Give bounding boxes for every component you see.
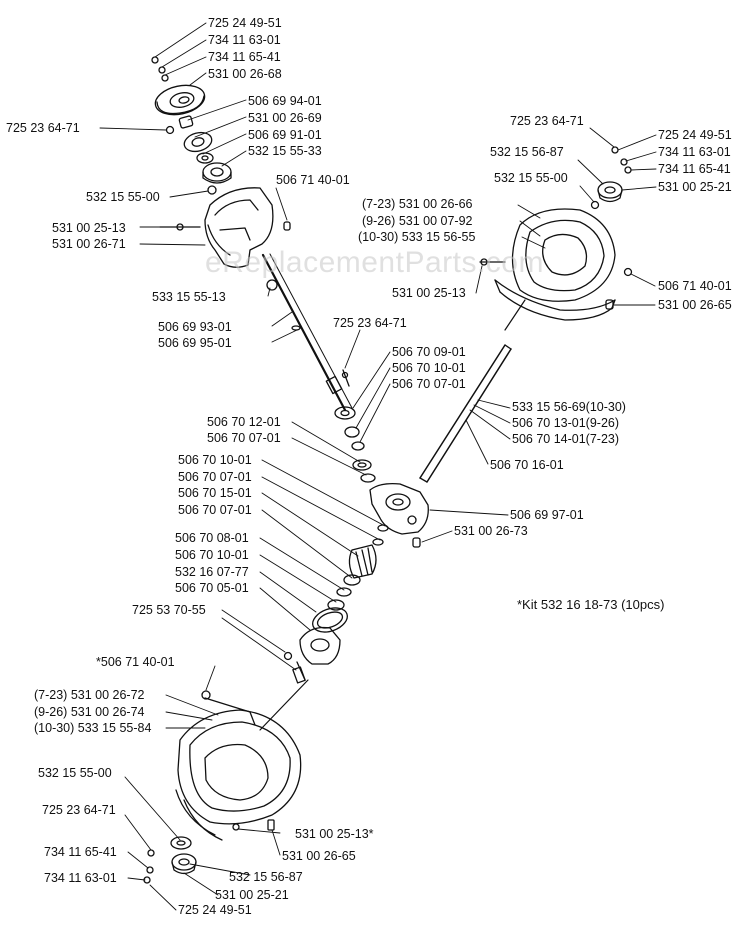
part-label: 734 11 63-01 xyxy=(658,145,731,159)
part-label: 725 23 64-71 xyxy=(6,121,80,135)
part-label: 734 11 63-01 xyxy=(208,33,281,47)
part-label: 531 00 26-65 xyxy=(282,849,356,863)
part-label: 506 70 16-01 xyxy=(490,458,564,472)
part-label: 531 00 25-21 xyxy=(658,180,732,194)
part-label: 506 70 07-01 xyxy=(207,431,281,445)
part-label: 506 69 94-01 xyxy=(248,94,322,108)
part-label: 532 15 55-00 xyxy=(494,171,568,185)
part-label: 506 71 40-01 xyxy=(658,279,732,293)
part-label: 506 69 95-01 xyxy=(158,336,232,350)
part-label: 533 15 55-13 xyxy=(152,290,226,304)
part-label: 725 24 49-51 xyxy=(208,16,282,30)
part-label: (7-23) 531 00 26-66 xyxy=(362,197,473,211)
part-label: 506 70 07-01 xyxy=(178,470,252,484)
part-label: (10-30) 533 15 56-55 xyxy=(358,230,476,244)
upper-left-gear-assembly xyxy=(151,56,353,412)
part-label: 506 70 05-01 xyxy=(175,581,249,595)
part-label: 532 15 55-33 xyxy=(248,144,322,158)
part-label: 531 00 26-68 xyxy=(208,67,282,81)
part-label: 506 70 10-01 xyxy=(175,548,249,562)
part-label: (9-26) 531 00 26-74 xyxy=(34,705,145,719)
part-label: 506 69 97-01 xyxy=(510,508,584,522)
part-label: 506 69 93-01 xyxy=(158,320,232,334)
part-label: 532 15 56-87 xyxy=(229,870,303,884)
lower-left-gear-assembly xyxy=(143,690,302,884)
part-label: 506 71 40-01 xyxy=(276,173,350,187)
part-label: 531 00 25-21 xyxy=(215,888,289,902)
leader-lines xyxy=(99,22,657,911)
center-gear-stack xyxy=(283,406,429,684)
part-label: 725 24 49-51 xyxy=(658,128,732,142)
part-label: 532 16 07-77 xyxy=(175,565,249,579)
part-label: 531 00 25-13 xyxy=(52,221,126,235)
part-label: 506 70 09-01 xyxy=(392,345,466,359)
part-label: 506 70 15-01 xyxy=(178,486,252,500)
part-label: 532 15 56-87 xyxy=(490,145,564,159)
part-label: 725 53 70-55 xyxy=(132,603,206,617)
part-label: 725 23 64-71 xyxy=(510,114,584,128)
part-label: 506 70 10-01 xyxy=(178,453,252,467)
part-label: 725 23 64-71 xyxy=(42,803,116,817)
part-label: 734 11 65-41 xyxy=(658,162,731,176)
part-label: 734 11 65-41 xyxy=(208,50,281,64)
part-label: 531 00 25-13 xyxy=(392,286,466,300)
watermark: eReplacementParts.com xyxy=(205,246,544,279)
part-label: 506 70 08-01 xyxy=(175,531,249,545)
part-label: 532 15 55-00 xyxy=(38,766,112,780)
part-label: 506 70 07-01 xyxy=(178,503,252,517)
part-label: 506 69 91-01 xyxy=(248,128,322,142)
part-label: 506 70 14-01(7-23) xyxy=(512,432,620,446)
part-label: 506 70 13-01(9-26) xyxy=(512,416,620,430)
upper-right-gear-assembly xyxy=(479,146,633,321)
part-label: 532 15 55-00 xyxy=(86,190,160,204)
part-label: 531 00 25-13* xyxy=(295,827,374,841)
part-label: (10-30) 533 15 55-84 xyxy=(34,721,152,735)
part-label: 725 23 64-71 xyxy=(333,316,407,330)
part-label: 506 70 07-01 xyxy=(392,377,466,391)
part-label: 506 70 12-01 xyxy=(207,415,281,429)
part-label: (7-23) 531 00 26-72 xyxy=(34,688,145,702)
part-label: *506 71 40-01 xyxy=(96,655,175,669)
part-label: 531 00 26-69 xyxy=(248,111,322,125)
part-label: 506 70 10-01 xyxy=(392,361,466,375)
part-label: 725 24 49-51 xyxy=(178,903,252,917)
kit-note: *Kit 532 16 18-73 (10pcs) xyxy=(517,597,665,612)
part-label: 531 00 26-65 xyxy=(658,298,732,312)
part-label: 531 00 26-71 xyxy=(52,237,126,251)
part-label: 734 11 65-41 xyxy=(44,845,117,859)
part-label: 734 11 63-01 xyxy=(44,871,117,885)
long-drive-shaft xyxy=(259,299,526,731)
part-label: 531 00 26-73 xyxy=(454,524,528,538)
part-label: (9-26) 531 00 07-92 xyxy=(362,214,473,228)
part-label: 533 15 56-69(10-30) xyxy=(512,400,626,414)
